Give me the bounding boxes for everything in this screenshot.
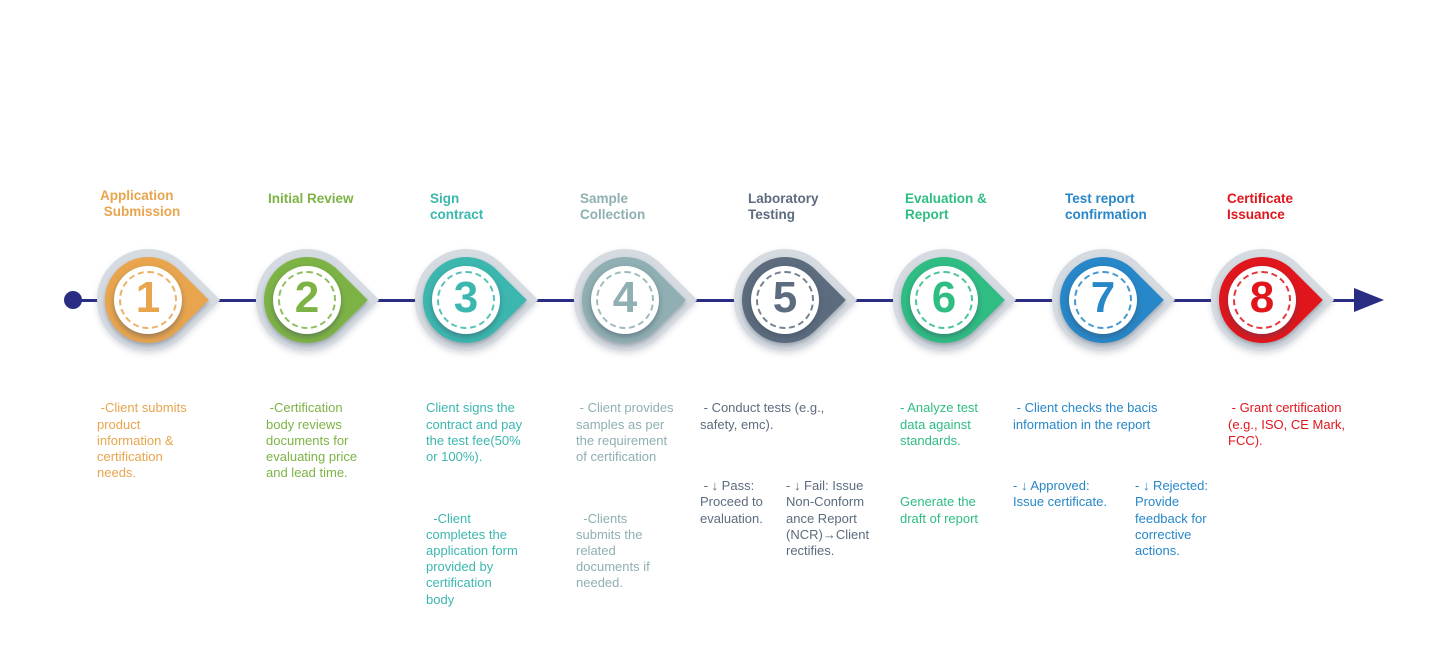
description-paragraph: Client signs the contract and pay the te… — [426, 400, 523, 465]
step-number: 2 — [294, 273, 320, 322]
step-number: 1 — [135, 273, 161, 322]
step-description: - Client provides samples as per the req… — [576, 368, 696, 637]
step-title: Application Submission — [100, 188, 181, 219]
step-marker-pin-icon: 7 — [1030, 227, 1176, 373]
step-number: 6 — [931, 273, 957, 322]
start-dot-icon — [64, 291, 82, 309]
pass-branch-text: - ↓ Pass: Proceed to evaluation. — [700, 478, 763, 526]
step-title: Sample Collection — [580, 191, 646, 222]
description-paragraph: -Clients submits the related documents i… — [576, 510, 650, 591]
step-description: -Certification body reviews documents fo… — [266, 368, 380, 527]
step-marker-pin-icon: 3 — [393, 227, 539, 373]
step-number: 3 — [453, 273, 479, 322]
step-marker-pin-icon: 8 — [1189, 227, 1335, 373]
step-description: -Client submits product information & ce… — [97, 368, 211, 527]
step-title: Sign contract — [430, 191, 484, 222]
marker-dashed-ring — [437, 271, 495, 329]
description-paragraph: - Client provides samples as per the req… — [576, 400, 674, 465]
marker-dashed-ring — [915, 271, 973, 329]
description-paragraph: -Client submits product information & ce… — [97, 400, 187, 481]
description-paragraph: -Certification body reviews documents fo… — [266, 400, 358, 481]
step-description: - Analyze test data against standards. G… — [900, 368, 1018, 572]
step-number: 8 — [1249, 273, 1275, 322]
step-number: 5 — [772, 273, 798, 322]
marker-dashed-ring — [1074, 271, 1132, 329]
approved-branch-text: - ↓ Approved: Issue certificate. — [1013, 478, 1107, 510]
approved-rejected-columns: - ↓ Approved: Issue certificate. - ↓ Rej… — [1013, 478, 1219, 559]
step-marker-pin-icon: 5 — [712, 227, 858, 373]
step-description: Client signs the contract and pay the te… — [426, 368, 550, 653]
marker-dashed-ring — [756, 271, 814, 329]
description-paragraph: -Client completes the application form p… — [426, 510, 518, 607]
step-marker-pin-icon: 4 — [552, 227, 698, 373]
step-description: - Conduct tests (e.g., safety, emc). - ↓… — [700, 368, 878, 592]
arrow-right-icon — [1354, 288, 1384, 312]
marker-dashed-ring — [1233, 271, 1291, 329]
description-paragraph: Generate the draft of report — [900, 494, 979, 526]
description-paragraph: - Grant certification (e.g., ISO, CE Mar… — [1228, 400, 1346, 448]
step-title: Test report confirmation — [1065, 191, 1147, 222]
description-paragraph: - Client checks the bacis information in… — [1013, 400, 1158, 432]
step-marker-pin-icon: 2 — [234, 227, 380, 373]
step-marker-pin-icon: 6 — [871, 227, 1017, 373]
rejected-branch-text: - ↓ Rejected: Provide feedback for corre… — [1135, 478, 1208, 559]
fail-branch-text: - ↓ Fail: Issue Non-Conform ance Report … — [786, 478, 870, 559]
step-marker-pin-icon: 1 — [75, 227, 221, 373]
step-description: - Grant certification (e.g., ISO, CE Mar… — [1228, 368, 1360, 494]
step-title: Initial Review — [268, 191, 354, 206]
step-title: Laboratory Testing — [748, 191, 819, 222]
step-title: Evaluation & Report — [905, 191, 987, 222]
step-number: 4 — [612, 273, 638, 322]
marker-dashed-ring — [119, 271, 177, 329]
timeline-line — [72, 299, 1364, 302]
step-description: - Client checks the bacis information in… — [1013, 368, 1219, 592]
step-title: Certificate Issuance — [1227, 191, 1294, 222]
step-number: 7 — [1090, 273, 1116, 322]
description-paragraph: - Conduct tests (e.g., safety, emc). — [700, 400, 825, 432]
pass-fail-columns: - ↓ Pass: Proceed to evaluation. - ↓ Fai… — [700, 478, 878, 559]
marker-dashed-ring — [596, 271, 654, 329]
description-paragraph: - Analyze test data against standards. — [900, 400, 979, 448]
marker-dashed-ring — [278, 271, 336, 329]
